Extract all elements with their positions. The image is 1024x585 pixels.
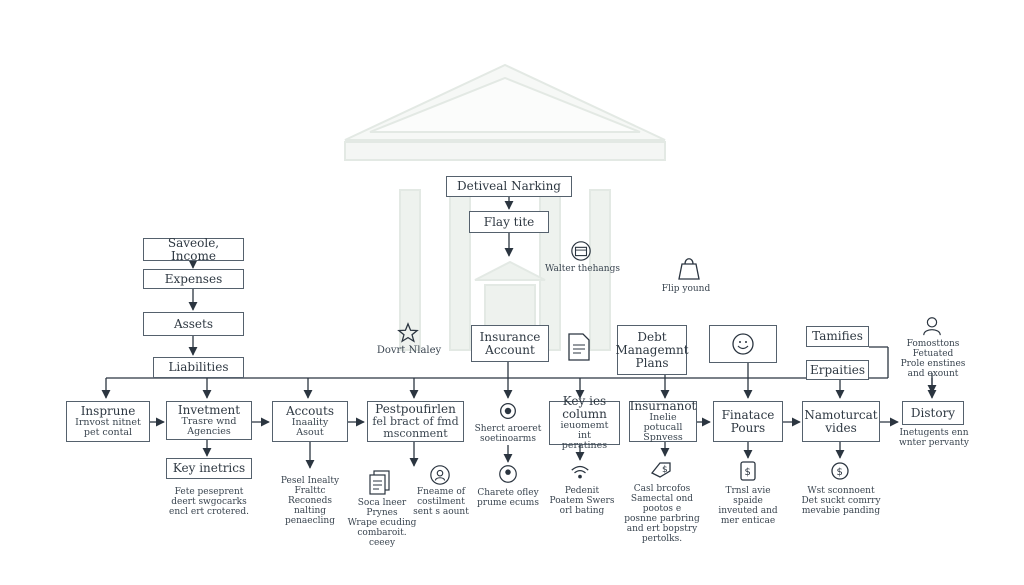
box-label: Tamifies <box>812 329 863 343</box>
box-label: Expenses <box>164 271 223 286</box>
box-label: Saveole, Income <box>167 235 220 263</box>
row-box-sub: Inelie potucall Spnvess <box>643 412 683 443</box>
row-box-1: Insprune Irnvost nitnet pet contal <box>66 401 150 442</box>
row-box-9: Namoturcat vides <box>802 401 880 442</box>
row-box-title: Invetment <box>177 403 241 417</box>
row-box-sub: fel bract of fmd msconment <box>372 415 459 440</box>
bottom-text-4: Fneame of costilment sent s aount <box>413 487 469 517</box>
dollar-card-icon: $ <box>738 460 758 482</box>
row-box-title: Distory <box>910 405 956 420</box>
row-box-title: Key ies column <box>562 394 607 421</box>
star-label: Dovrt Nlaley <box>376 345 442 356</box>
bottom-text-3: Soca lneer Prynes Wrape ecuding combaroi… <box>347 498 417 548</box>
box-deriveal-narking: Detiveal Narking <box>446 176 572 197</box>
row-box-title: Pestpoufirlen <box>375 402 456 416</box>
row-box-title: Insurnanot <box>629 399 697 413</box>
svg-text:$: $ <box>837 467 843 478</box>
pin-icon <box>497 463 519 485</box>
wallet-label: Walter thehangs <box>545 264 620 274</box>
row-box-sub: Irnvost nitnet pet contal <box>75 417 141 438</box>
bag-icon <box>674 252 704 282</box>
box-label: Key inetrics <box>172 461 246 475</box>
document-icon <box>567 332 591 362</box>
bottom-text-9: Wst sconnoent Det suckt comrry mevabie p… <box>801 486 881 516</box>
row-box-title: Insprune <box>80 404 136 418</box>
bottom-text-5: Charete ofley prume ecums <box>477 488 539 508</box>
row-box-8: Finatace Pours <box>713 401 783 442</box>
box-label: Liabilities <box>168 360 229 374</box>
row-box-title: Accouts <box>285 404 335 418</box>
box-label: Flay tite <box>483 214 535 229</box>
row-box-sub: Inaality Asout <box>291 417 329 438</box>
box-label: Assets <box>173 316 214 331</box>
distory-text: Inetugents enn wnter pervanty <box>899 428 969 448</box>
row-box-3: Accouts Inaality Asout <box>272 401 348 442</box>
strect-text: Sherct aroeret soetinoarms <box>474 424 542 444</box>
box-income: Saveole, Income <box>143 235 244 263</box>
papers-icon <box>368 470 392 496</box>
bottom-text-6: Pedenit Poatem Swers orl bating <box>549 486 615 516</box>
smiley-icon <box>731 332 755 356</box>
wallet-icon <box>570 240 592 262</box>
bottom-text-8: Trnsl avie spaide inveuted and mer entic… <box>718 486 778 526</box>
svg-text:$: $ <box>662 465 668 475</box>
box-key-metrics: Key inetrics <box>166 458 252 479</box>
medal-icon <box>497 400 519 422</box>
bottom-text-1: Fete peseprent deert swgocarks encl ert … <box>169 487 249 517</box>
top-right-note: Fomosttons Fetuated Prole enstines and e… <box>900 339 966 379</box>
row-box-title: Finatace Pours <box>721 407 775 435</box>
svg-text:$: $ <box>745 467 751 478</box>
box-label: Detiveal Narking <box>457 179 561 193</box>
box-tamifies: Tamifies <box>806 326 869 347</box>
bottom-text-2: Pesel Inealty Fralttc Reconeds nalting p… <box>280 476 340 526</box>
row-box-6: Key ies column ieuomemt int peratines <box>549 395 620 451</box>
box-insurance-account: Insurance Account <box>471 325 549 362</box>
flip-label: Flip yound <box>661 284 711 294</box>
box-label: Insurance Account <box>479 329 541 357</box>
row-box-sub: Trasre wnd Agencies <box>181 416 237 437</box>
box-smiley <box>709 325 777 363</box>
row-box-sub: ieuomemt int peratines <box>560 420 609 451</box>
dollar-tag-icon: $ <box>650 457 674 479</box>
dollar-leaf-icon: $ <box>830 460 850 482</box>
row-box-title: Namoturcat vides <box>804 407 878 435</box>
box-expenses: Expenses <box>143 269 244 289</box>
box-liabilities: Liabilities <box>153 357 244 378</box>
box-assets: Assets <box>143 312 244 336</box>
box-label: Debt Managemnt Plans <box>615 329 689 370</box>
box-play-tite: Flay tite <box>469 211 549 233</box>
box-label: Erpaities <box>809 362 866 377</box>
row-box-2: Invetment Trasre wnd Agencies <box>166 401 252 440</box>
star-icon <box>397 322 419 344</box>
person-icon <box>921 315 943 337</box>
row-box-10: Distory <box>902 401 964 425</box>
box-debt-management: Debt Managemnt Plans <box>615 325 689 375</box>
person-circle-icon <box>429 464 451 486</box>
bottom-text-7: Casl brcofos Samectal ond pootos e posnn… <box>624 484 700 544</box>
wifi-icon <box>569 461 591 483</box>
box-erpaities: Erpaities <box>806 360 869 380</box>
row-box-4: Pestpoufirlen fel bract of fmd msconment <box>367 401 464 442</box>
row-box-7: Insurnanot Inelie potucall Spnvess <box>629 399 697 443</box>
